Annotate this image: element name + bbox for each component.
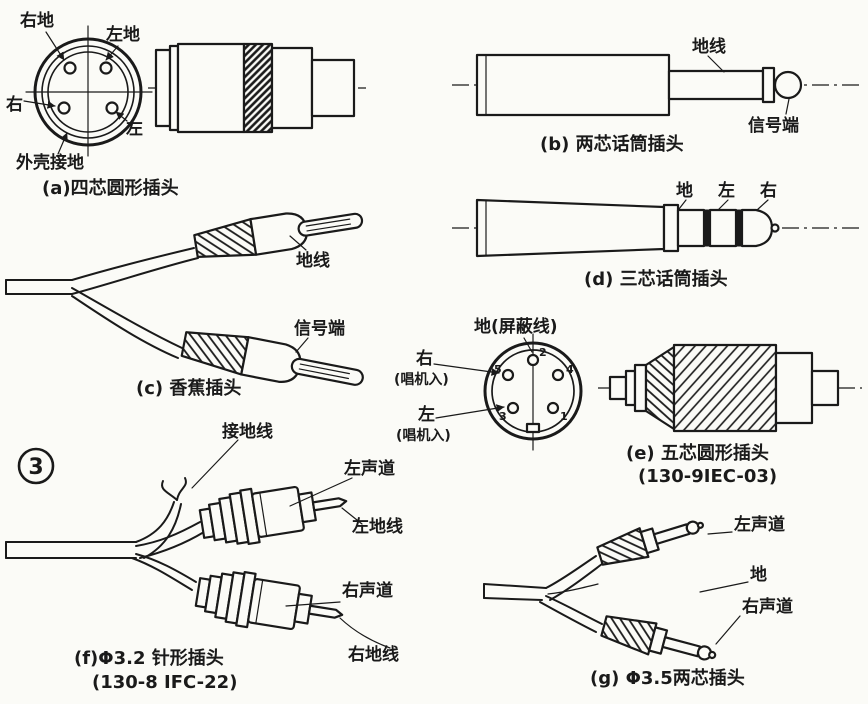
caption-e-model: (130-9IEC-03): [638, 466, 777, 487]
leader-d-left: [718, 199, 729, 210]
label-g-ground: 地: [750, 564, 767, 585]
cable-g: [483, 555, 603, 633]
figure-number: 3: [28, 455, 43, 480]
caption-b: (b) 两芯话筒插头: [540, 133, 684, 155]
label-f-ground-lead: 接地线: [222, 421, 273, 442]
label-a-shell-ground: 外壳接地: [16, 152, 84, 173]
caption-f: (f)Φ3.2 针形插头: [74, 647, 224, 669]
label-e-left-sub: (唱机入): [396, 427, 451, 444]
panel-a-four-pin-circular-plug: 右地 左地 右 左 外壳接地 (a)四芯圆形插头: [6, 10, 366, 199]
label-e-ground: 地(屏蔽线): [474, 316, 558, 337]
label-c-signal-end: 信号端: [294, 318, 345, 339]
banana-plug-lower: [180, 331, 364, 386]
label-d-left: 左: [718, 180, 735, 201]
label-f-right-channel: 右声道: [342, 580, 393, 601]
caption-g: (g) Φ3.5两芯插头: [590, 667, 745, 689]
leader-f-left-ground: [341, 507, 363, 525]
panel-c-banana-plug: 地线 信号端 (c) 香蕉插头: [5, 212, 364, 399]
leader-f-right-ground: [339, 617, 391, 649]
plug-b-drawing: [475, 53, 803, 117]
panel-b-two-core-plug: 地线 信号端 (b) 两芯话筒插头: [452, 36, 860, 155]
label-e-right: 右: [416, 348, 433, 369]
plug-e-side-view: [608, 343, 840, 433]
leader-b-ground: [707, 55, 725, 73]
figure-number-badge: 3: [17, 447, 55, 485]
pin-number-1: 1: [560, 410, 568, 423]
leader-d-ground: [678, 199, 687, 210]
ground-fork-icon: [161, 477, 187, 501]
mini-plug-upper: [596, 520, 705, 566]
pin-number-5: 5: [494, 363, 502, 376]
label-f-right-ground: 右地线: [348, 644, 399, 665]
plug-a-face-view: [25, 25, 153, 157]
label-b-signal-end: 信号端: [748, 115, 799, 136]
label-a-right-ground: 右地: [20, 10, 54, 31]
caption-d: (d) 三芯话筒插头: [584, 268, 728, 290]
leader-d-right: [756, 199, 769, 211]
leader-e-ground: [523, 337, 533, 353]
caption-c: (c) 香蕉插头: [136, 377, 241, 399]
pin-number-4: 4: [566, 363, 574, 376]
label-f-left-ground: 左地线: [352, 516, 403, 537]
cable-f: [5, 501, 205, 591]
leader-f-left-channel: [289, 477, 353, 507]
rca-plug-upper: [198, 485, 348, 546]
leader-f-ground-lead: [191, 439, 239, 489]
pin-number-2: 2: [539, 346, 547, 359]
leader-g-right-channel: [715, 615, 741, 645]
label-d-ground: 地: [676, 180, 693, 201]
leader-b-signal: [785, 98, 790, 115]
leader-c-ground: [289, 235, 307, 251]
label-c-ground-wire: 地线: [296, 250, 330, 271]
pin-number-3: 3: [499, 410, 507, 423]
panel-f-pin-plug: 3: [5, 421, 403, 693]
leader-e-right: [433, 363, 500, 376]
caption-f-model: (130-8 IFC-22): [92, 672, 237, 693]
leader-c-signal: [295, 337, 309, 353]
label-e-right-sub: (唱机入): [394, 371, 449, 388]
panel-g-two-core-plug: 左声道 地 右声道 (g) Φ3.5两芯插头: [483, 514, 793, 689]
label-a-left: 左: [126, 118, 143, 139]
banana-plug-upper: [193, 212, 364, 258]
panel-a-leader-lines: [23, 31, 128, 155]
plug-a-side-view: [154, 42, 356, 134]
panel-d-three-core-plug: 地 左 右 (d) 三芯话筒插头: [452, 180, 860, 290]
label-a-left-ground: 左地: [106, 24, 140, 45]
plug-e-face-view: 2 5 4 3 1: [483, 333, 583, 451]
leader-f-right-channel: [285, 601, 341, 607]
label-g-right-channel: 右声道: [742, 596, 793, 617]
caption-e: (e) 五芯圆形插头: [626, 442, 769, 464]
caption-a: (a)四芯圆形插头: [42, 177, 179, 199]
panel-e-five-pin-din-plug: 2 5 4 3 1 地(屏蔽线) 右 (唱机入) 左 (唱机入) (e) 五芯圆…: [394, 316, 862, 487]
rca-plug-lower: [194, 570, 344, 631]
label-f-left-channel: 左声道: [344, 458, 395, 479]
label-d-right: 右: [760, 180, 777, 201]
label-a-right: 右: [6, 94, 23, 115]
label-g-left-channel: 左声道: [734, 514, 785, 535]
leader-g-left-channel: [707, 531, 733, 535]
cable-c: [5, 247, 199, 359]
label-e-left: 左: [418, 404, 435, 425]
plug-d-drawing: [475, 198, 780, 258]
label-b-ground-wire: 地线: [692, 36, 726, 57]
leader-e-left: [435, 404, 505, 419]
leader-g-ground: [699, 581, 749, 593]
mini-plug-lower: [600, 615, 717, 661]
